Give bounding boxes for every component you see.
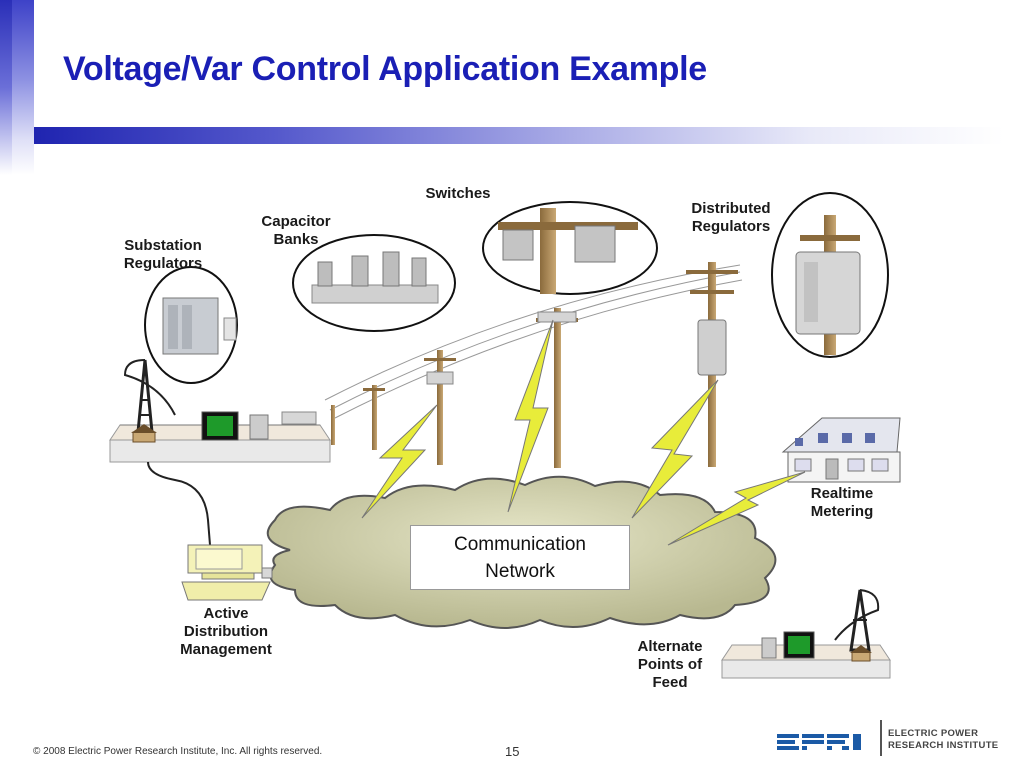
left-accent-bar xyxy=(0,0,34,175)
slide-title: Voltage/Var Control Application Example xyxy=(63,50,707,88)
communication-network-label: Communication Network xyxy=(410,525,630,590)
capacitor-banks-callout xyxy=(292,234,456,332)
logo-institute-text: ELECTRIC POWER RESEARCH INSTITUTE xyxy=(888,728,999,751)
label-capacitor-banks: Capacitor Banks xyxy=(261,213,331,248)
distributed-regulators-callout xyxy=(771,192,889,358)
page-number: 15 xyxy=(505,744,520,759)
label-active-distribution-management: Active Distribution Management xyxy=(180,605,272,658)
copyright-footer: © 2008 Electric Power Research Institute… xyxy=(33,746,323,757)
logo-separator xyxy=(880,720,882,756)
substation-left xyxy=(109,359,331,546)
realtime-metering-house xyxy=(781,417,901,483)
label-distributed-regulators: Distributed Regulators xyxy=(691,200,771,235)
label-substation-regulators: Substation Regulators xyxy=(123,237,203,272)
substation-regulator-callout xyxy=(144,266,238,384)
title-underline-bar xyxy=(34,127,1004,144)
substation-right xyxy=(721,589,891,679)
epri-logo xyxy=(777,734,861,750)
active-distribution-computer xyxy=(181,544,273,601)
switches-callout xyxy=(482,201,658,295)
power-lines xyxy=(324,264,743,419)
utility-poles xyxy=(331,262,738,468)
lightning-bolts xyxy=(361,319,806,546)
label-switches: Switches xyxy=(425,185,491,202)
label-realtime-metering: Realtime Metering xyxy=(810,485,874,520)
label-alternate-points-of-feed: Alternate Points of Feed xyxy=(637,638,703,691)
